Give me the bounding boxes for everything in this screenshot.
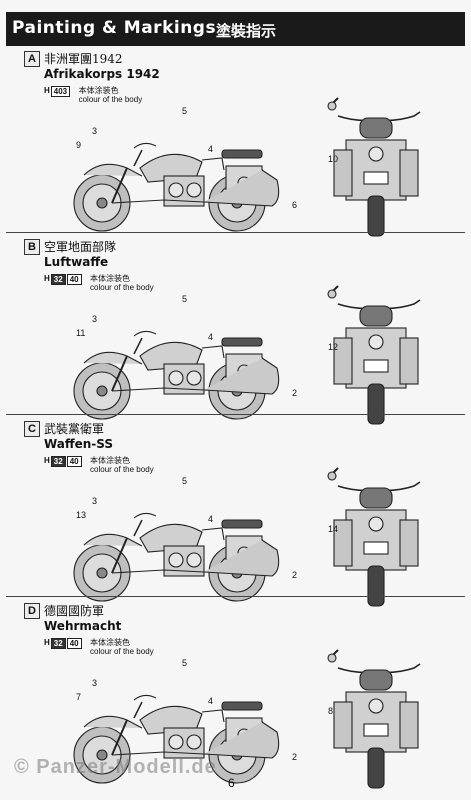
callout: 3 [92,314,98,324]
section-name-cjk: 空軍地面部隊 [44,240,117,254]
paint-prefix: H [44,86,50,95]
paint-prefix: H [44,274,50,283]
callout: 10 [328,154,339,164]
callout: 9 [76,140,82,150]
page-title-cjk: 塗裝指示 [216,22,277,40]
paint-code: 40 [66,638,82,649]
callout: 12 [328,342,339,352]
motorcycle-rear-view [326,462,426,617]
callout: 2 [292,570,298,580]
callout: 2 [292,752,298,762]
paint-label-cjk: 本体涂装色 [90,456,131,465]
section-name-en: Waffen-SS [44,437,114,451]
paint-prefix: H [44,456,50,465]
section-name-cjk: 德國國防軍 [44,604,105,618]
paint-label-en: colour of the body [90,647,154,656]
callout: 4 [208,144,214,154]
callout: 7 [76,692,82,702]
page-title: Painting & Markings [12,18,217,38]
paint-prefix: H [44,638,50,647]
section-name-en: Wehrmacht [44,619,122,633]
paint-label-cjk: 本体涂装色 [90,274,131,283]
callout: 3 [92,678,98,688]
motorcycle-rear-view [326,92,426,247]
callout: 4 [208,514,214,524]
section-name-en: Afrikakorps 1942 [44,67,160,81]
section-letter: C [24,421,40,437]
page-header: Painting & Markings 塗裝指示 [6,12,465,46]
section-divider [6,596,465,597]
callout: 5 [182,106,188,116]
callout: 11 [76,328,86,338]
paint-label-cjk: 本体涂装色 [90,638,131,647]
section-name-cjk: 武裝黨衛軍 [44,422,105,436]
paint-label-en: colour of the body [78,95,143,104]
callout: 6 [292,200,298,210]
motorcycle-side-view [72,298,287,428]
section-letter: B [24,239,40,255]
callout: 14 [328,524,339,534]
callout: 2 [292,388,298,398]
callout: 13 [76,510,87,520]
paint-code: 403 [50,86,71,97]
paint-code: 40 [66,456,82,467]
paint-code: 40 [66,274,82,285]
motorcycle-side-view [72,662,287,792]
paint-label-cjk: 本体涂装色 [78,86,119,95]
page-number: 6 [228,776,235,790]
callout: 5 [182,294,188,304]
callout: 5 [182,476,188,486]
callout: 4 [208,696,214,706]
motorcycle-side-view [72,480,287,610]
section-divider [6,232,465,233]
motorcycle-rear-view [326,644,426,799]
motorcycle-side-view [72,110,287,240]
callout: 5 [182,658,188,668]
watermark: © Panzer-Modell.de [14,756,217,778]
paint-label-en: colour of the body [90,465,154,474]
motorcycle-rear-view [326,280,426,435]
section-name-cjk: 非洲軍團1942 [44,52,123,66]
paint-code: 32 [50,456,66,467]
callout: 3 [92,126,98,136]
section-letter: D [24,603,40,619]
section-divider [6,414,465,415]
callout: 8 [328,706,334,716]
paint-code: 32 [50,638,66,649]
paint-code: 32 [50,274,66,285]
paint-label-en: colour of the body [90,283,154,292]
section-name-en: Luftwaffe [44,255,109,269]
section-letter: A [24,51,40,67]
callout: 4 [208,332,214,342]
callout: 3 [92,496,98,506]
